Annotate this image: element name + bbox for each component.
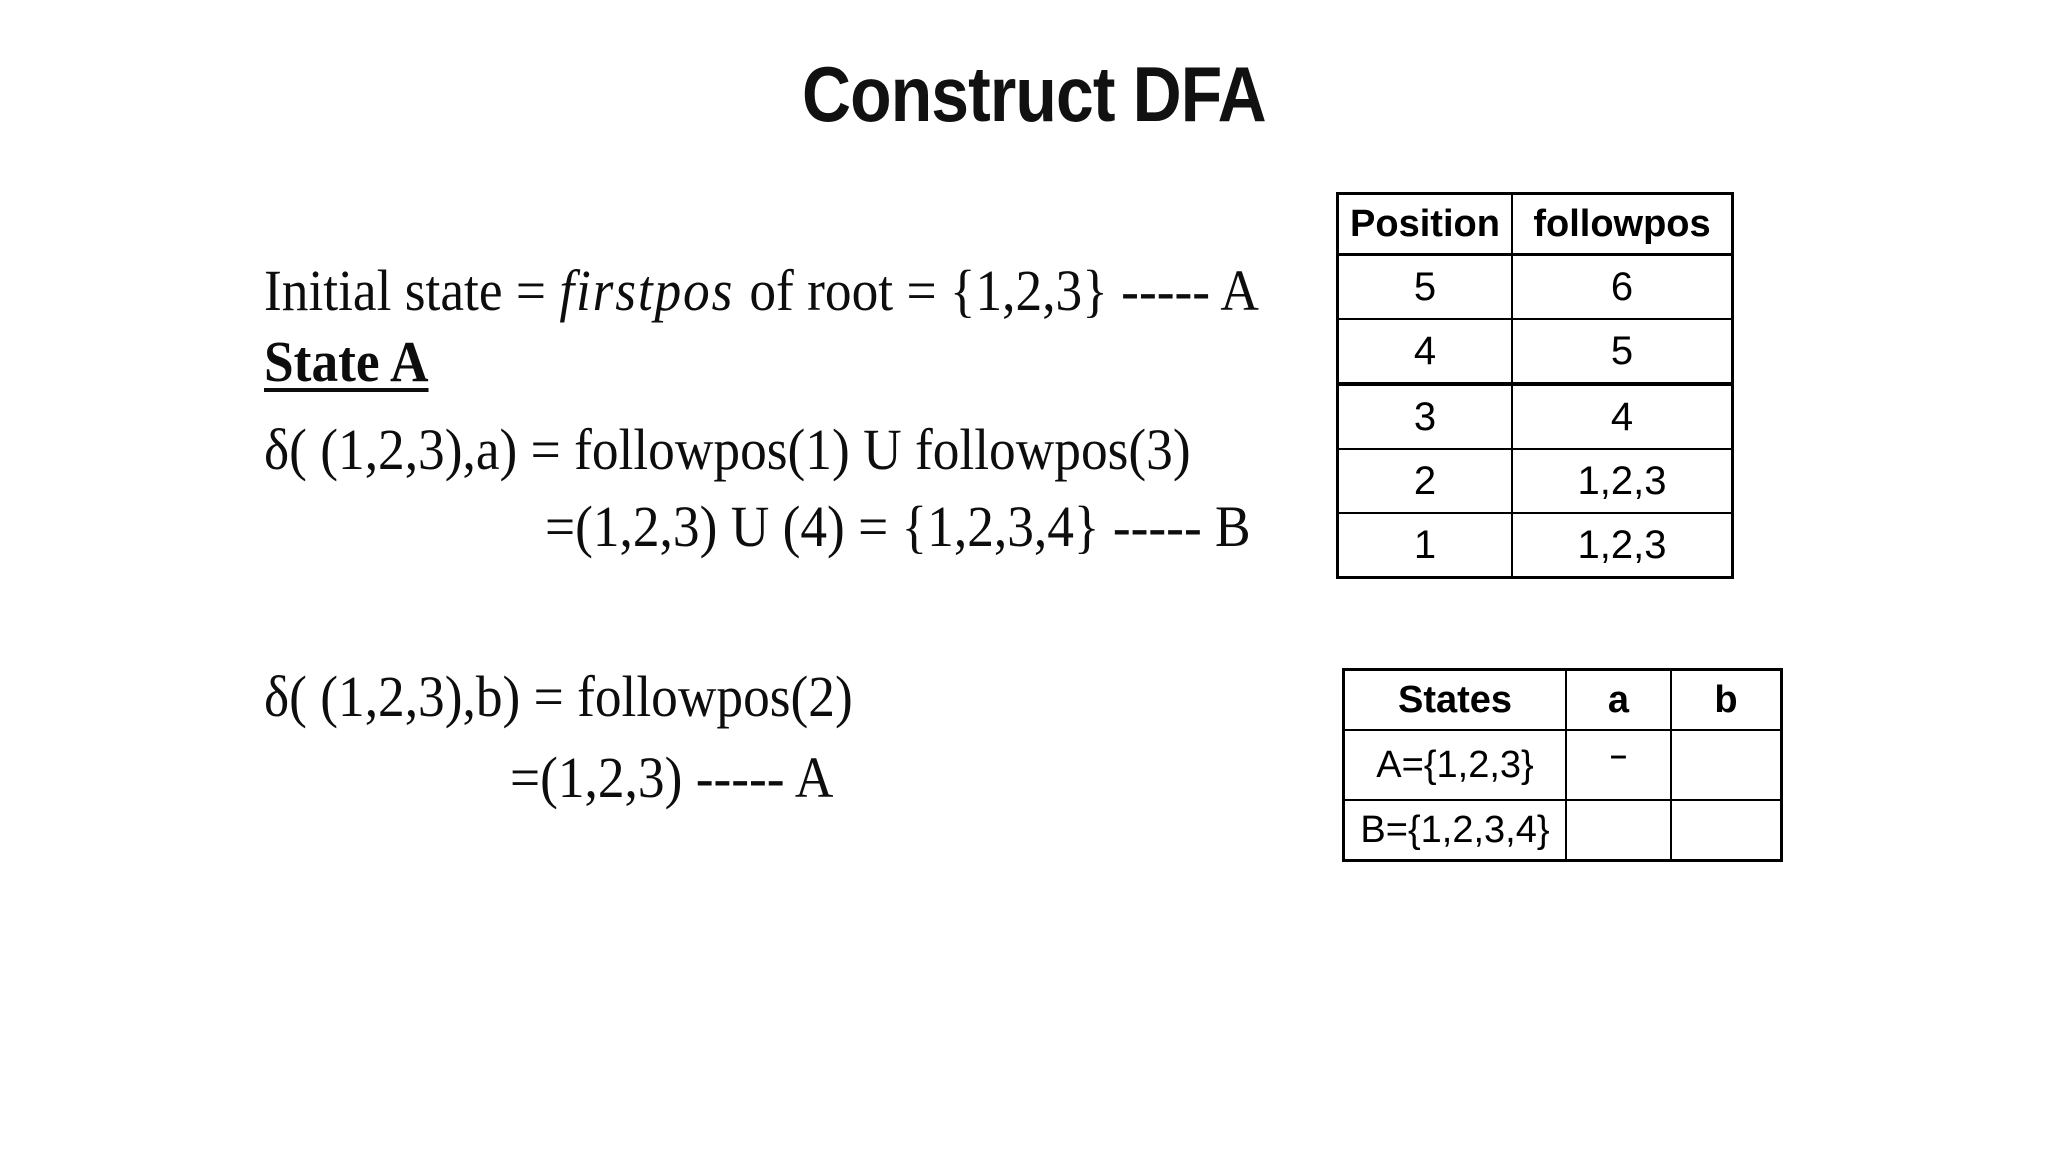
followpos-row: 5 6 <box>1336 253 1734 320</box>
followpos-header: followpos <box>1511 192 1734 256</box>
position-cell: 2 <box>1336 448 1513 514</box>
initial-state-line: Initial state = firstpos of root = {1,2,… <box>264 256 1259 326</box>
followpos-cell: 6 <box>1511 253 1734 320</box>
state-a-on-b-cell <box>1670 729 1783 801</box>
initial-state-prefix: Initial state = <box>264 258 560 323</box>
state-a-label-cell: A={1,2,3} <box>1342 729 1567 801</box>
initial-state-suffix: of root = {1,2,3} ----- A <box>736 258 1259 323</box>
state-b-label-cell: B={1,2,3,4} <box>1342 799 1567 862</box>
followpos-row: 1 1,2,3 <box>1336 512 1734 579</box>
position-cell: 1 <box>1336 512 1513 579</box>
transition-row-a: A={1,2,3} – <box>1342 729 1783 801</box>
position-cell: 5 <box>1336 253 1513 320</box>
position-cell: 4 <box>1336 318 1513 386</box>
delta-b-result: =(1,2,3) ----- A <box>510 745 834 810</box>
position-cell: 3 <box>1336 383 1513 450</box>
state-b-on-b-cell <box>1670 799 1783 862</box>
followpos-row: 3 4 <box>1336 383 1734 450</box>
followpos-cell: 4 <box>1511 383 1734 450</box>
delta-a-formula: δ( (1,2,3),a) = followpos(1) U followpos… <box>264 417 1191 482</box>
state-b-on-a-cell <box>1565 799 1672 862</box>
input-a-header: a <box>1565 668 1672 731</box>
transition-table: States a b A={1,2,3} – B={1,2,3,4} <box>1342 668 1783 862</box>
followpos-table: Position followpos 5 6 4 5 3 4 2 1,2,3 1 <box>1336 192 1734 579</box>
states-header: States <box>1342 668 1567 731</box>
position-header: Position <box>1336 192 1513 256</box>
followpos-cell: 1,2,3 <box>1511 512 1734 579</box>
delta-b-formula: δ( (1,2,3),b) = followpos(2) <box>264 664 853 729</box>
transition-row-b: B={1,2,3,4} <box>1342 799 1783 862</box>
followpos-cell: 1,2,3 <box>1511 448 1734 514</box>
firstpos-term: firstpos <box>559 258 735 323</box>
input-b-header: b <box>1670 668 1783 731</box>
slide-title: Construct DFA <box>802 50 1267 138</box>
followpos-cell: 5 <box>1511 318 1734 386</box>
delta-a-result: =(1,2,3) U (4) = {1,2,3,4} ----- B <box>545 494 1251 559</box>
state-a-heading: State A <box>264 329 429 394</box>
followpos-row: 4 5 <box>1336 318 1734 386</box>
followpos-row: 2 1,2,3 <box>1336 448 1734 514</box>
transition-header-row: States a b <box>1342 668 1783 731</box>
state-a-on-a-cell: – <box>1565 729 1672 801</box>
followpos-header-row: Position followpos <box>1336 192 1734 256</box>
